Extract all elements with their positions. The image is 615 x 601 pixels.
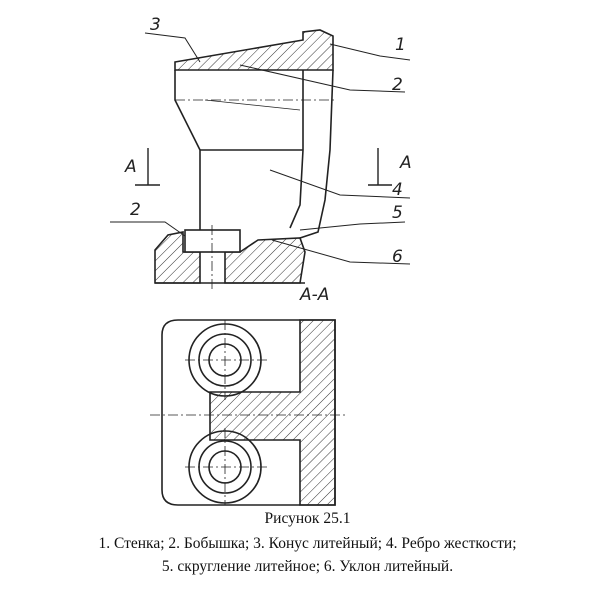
section-outline [161, 319, 336, 506]
casting-drawing: 3 1 2 4 5 6 2 A A А-А [110, 15, 412, 506]
label-3: 3 [150, 15, 161, 35]
section-title: А-А [299, 285, 329, 305]
boss [184, 229, 241, 253]
label-5: 5 [392, 203, 403, 223]
section-mark-left: A [124, 157, 137, 177]
rib-section [209, 319, 336, 506]
legend-line-2: 5. скругление литейное; 6. Уклон литейны… [161, 558, 454, 575]
bore-outline [174, 70, 304, 235]
label-6: 6 [392, 247, 403, 267]
top-wall-section [174, 29, 334, 71]
legend-line-1: 1. Стенка; 2. Бобышка; 3. Конус литейный… [98, 535, 517, 552]
label-2-top: 2 [392, 75, 403, 95]
right-wall [299, 69, 334, 239]
label-4: 4 [392, 180, 403, 200]
section-mark-right: A [399, 153, 412, 173]
section-markers [135, 148, 392, 186]
figure-title: Рисунок 25.1 [264, 510, 351, 527]
front-view [154, 29, 335, 290]
leader-lines [110, 32, 411, 265]
label-1: 1 [395, 35, 406, 55]
label-2-base: 2 [130, 200, 141, 220]
section-view [150, 319, 345, 506]
